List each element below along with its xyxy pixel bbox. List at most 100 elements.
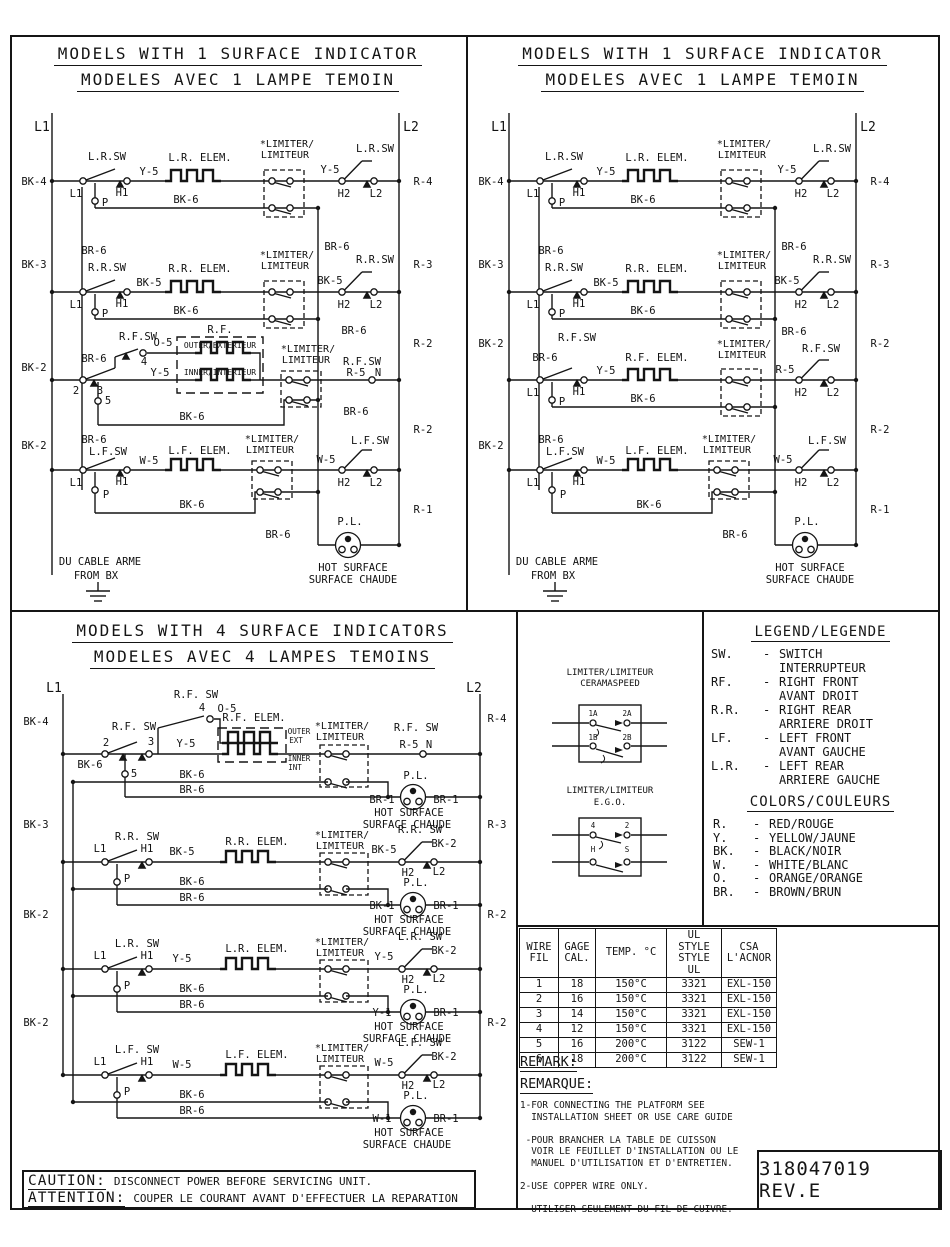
diagram-label: P xyxy=(124,980,130,992)
diagram-label: 5 xyxy=(131,768,137,780)
diagram-label: R.F. SW xyxy=(394,722,439,734)
diagram-label: L1 xyxy=(70,299,83,311)
diagram-label: OUTER xyxy=(288,727,311,736)
diagram-label: BK-6 xyxy=(179,769,204,781)
diagram-label: H2 xyxy=(795,299,808,311)
diagram-label: BK-5 xyxy=(774,275,799,287)
divider-top-panels xyxy=(466,35,468,610)
diagram-label: BK-3 xyxy=(21,259,46,271)
diagram-label: BK-2 xyxy=(431,838,456,850)
diagram-label: DU CABLE ARME xyxy=(516,556,598,568)
diagram-label: FROM BX xyxy=(531,570,576,582)
title-en: MODELS WITH 4 SURFACE INDICATORS xyxy=(72,621,453,643)
diagram-label: R.R.SW xyxy=(356,254,395,266)
diagram-label: R-5 xyxy=(347,367,366,379)
diagram-label: R.F. ELEM. xyxy=(222,712,285,724)
diagram-label: L2 xyxy=(827,387,840,399)
diagram-label: SURFACE CHAUDE xyxy=(766,574,855,586)
remark-lines: 1-FOR CONNECTING THE PLATFORM SEE INSTAL… xyxy=(520,1100,758,1216)
diagram-label: Y-5 xyxy=(597,365,616,377)
diagram-label: W-1 xyxy=(373,1113,392,1125)
remark-line: -UTILISER SEULEMENT DU FIL DE CUIVRE. xyxy=(520,1204,733,1216)
remark-line: VOIR LE FEUILLET D'INSTALLATION OU LE xyxy=(520,1146,739,1158)
diagram-label: R.F.SW xyxy=(119,331,158,343)
diagram-label: 2 xyxy=(103,737,109,749)
sheet-border xyxy=(10,35,940,1210)
diagram-label: BK-6 xyxy=(179,411,204,423)
diagram-label: BK-5 xyxy=(136,277,161,289)
diagram-label: *LIMITER/ xyxy=(315,1043,369,1054)
diagram-label: BK-2 xyxy=(478,338,503,350)
diagram-label: R.F.SW xyxy=(558,332,597,344)
diagram-label: 4 xyxy=(591,821,596,830)
diagram-label: N xyxy=(375,367,381,379)
diagram-label: H xyxy=(591,845,596,854)
diagram-label: LIMITEUR xyxy=(316,732,365,743)
diagram-label: P.L. xyxy=(403,877,428,889)
diagram-label: W-5 xyxy=(140,455,159,467)
diagram-label: BK-2 xyxy=(478,440,503,452)
diagram-label: INNER/INTERIEUR xyxy=(184,368,256,377)
attention-label: ATTENTION: xyxy=(28,1189,126,1207)
diagram-label: LIMITER/LIMITEUR xyxy=(567,786,654,796)
diagram-label: L2 xyxy=(370,477,383,489)
remark-line xyxy=(520,1193,758,1205)
diagram-label: BR-6 xyxy=(538,245,563,257)
diagram-label: LIMITEUR xyxy=(246,445,295,456)
diagram-label: EXT xyxy=(289,736,303,745)
diagram-label: BK-6 xyxy=(77,759,102,771)
diagram-label: 1A xyxy=(588,709,598,718)
diagram-label: H1 xyxy=(141,1056,154,1068)
diagram-label: R.R.SW xyxy=(545,262,584,274)
diagram-label: LIMITEUR xyxy=(718,350,767,361)
wiring xyxy=(49,113,402,602)
diagram-label: L1 xyxy=(46,681,62,696)
diagram-label: R-2 xyxy=(488,1017,507,1029)
divider-bottom-left-panel xyxy=(516,610,518,1208)
diagram-label: R.F. SW xyxy=(112,721,157,733)
diagram-label: P.L. xyxy=(403,770,428,782)
diagram-label: BR-6 xyxy=(81,245,106,257)
diagram-label: BK-1 xyxy=(369,900,394,912)
diagram-label: L1 xyxy=(527,477,540,489)
diagram-label: R.R.SW xyxy=(88,262,127,274)
diagram-label: *LIMITER/ xyxy=(260,139,314,150)
diagram-label: L.R. ELEM. xyxy=(625,152,688,164)
panel-title-top-right: MODELS WITH 1 SURFACE INDICATOR MODELES … xyxy=(467,35,938,92)
diagram-label: W-5 xyxy=(173,1059,192,1071)
diagram-label: L2 xyxy=(433,1079,446,1091)
diagram-label: *LIMITER/ xyxy=(260,250,314,261)
diagram-label: P xyxy=(124,1086,130,1098)
diagram-label: BR-1 xyxy=(433,794,458,806)
diagram-label: H2 xyxy=(795,387,808,399)
diagram-label: BK-4 xyxy=(21,176,46,188)
diagram-label: BK-6 xyxy=(179,1089,204,1101)
diagram-label: 5 xyxy=(105,395,111,407)
wiring xyxy=(506,113,859,602)
title-fr: MODELES AVEC 1 LAMPE TEMOIN xyxy=(541,70,864,92)
diagram-label: L1 xyxy=(34,120,50,135)
diagram-label: HOT SURFACE xyxy=(374,914,444,926)
diagram-label: 1B xyxy=(588,733,598,742)
diagram-label: BR-6 xyxy=(538,434,563,446)
diagram-label: L.R. SW xyxy=(398,931,443,943)
diagram-label: BK-5 xyxy=(169,846,194,858)
caution-text: DISCONNECT POWER BEFORE SERVICING UNIT. xyxy=(113,1174,373,1188)
diagram-label: BK-6 xyxy=(636,499,661,511)
diagram-label: FROM BX xyxy=(74,570,119,582)
diagram-label: L2 xyxy=(370,299,383,311)
diagram-label: INT xyxy=(288,763,302,772)
diagram-label: LIMITEUR xyxy=(703,445,752,456)
diagram-label: R.F. xyxy=(207,324,232,336)
diagram-label: Y-5 xyxy=(597,166,616,178)
diagram-label: BK-2 xyxy=(21,362,46,374)
diagram-label: BR-6 xyxy=(781,241,806,253)
diagram-label: L1 xyxy=(70,477,83,489)
diagram-label: BK-6 xyxy=(630,194,655,206)
